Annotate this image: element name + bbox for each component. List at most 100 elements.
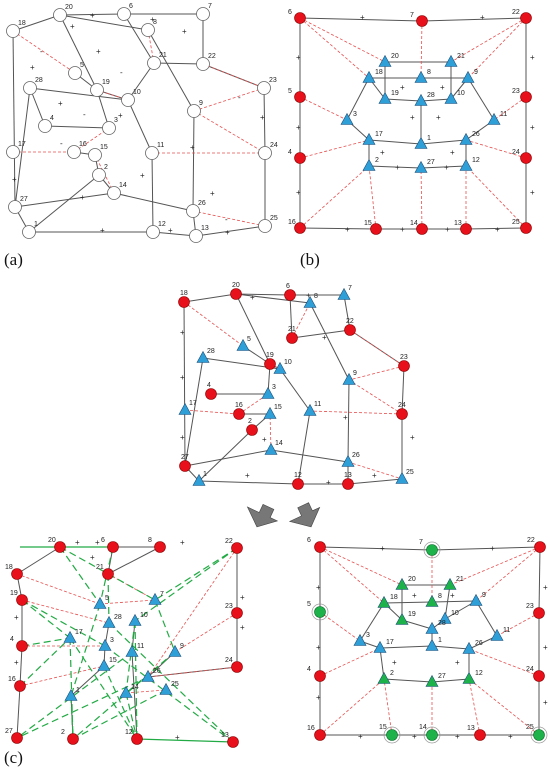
edge (107, 546, 161, 575)
node-red (474, 729, 486, 741)
edge-sign: + (12, 175, 17, 184)
node-label: 28 (114, 614, 122, 621)
edge (127, 62, 155, 101)
edge (420, 139, 467, 145)
edge-green-dashed (19, 637, 71, 687)
edge-sign: + (543, 698, 548, 707)
node-triangle (261, 386, 275, 399)
node-label: 8 (148, 537, 152, 544)
edge-sign: - (40, 47, 43, 56)
node-label: 11 (503, 627, 510, 634)
node-triangle (148, 592, 162, 605)
node-triangle (168, 644, 182, 657)
node-label: 15 (364, 220, 372, 227)
edge-sign: + (296, 188, 301, 197)
node-triangle (125, 644, 139, 657)
edge-dashed (309, 410, 403, 415)
edge (235, 293, 311, 304)
node-open (68, 66, 82, 80)
node-triangle (102, 615, 116, 628)
edge-sign: + (210, 189, 215, 198)
node-label: 25 (406, 469, 414, 476)
node-open (145, 146, 159, 160)
node-triangle (425, 594, 439, 607)
node-label: 9 (482, 592, 486, 599)
edge-dashed (202, 63, 265, 89)
edge-dashed (465, 139, 527, 159)
node-label: 28 (35, 77, 43, 84)
node-red (14, 680, 26, 692)
node-triangle (461, 70, 475, 83)
node-label: 14 (119, 182, 127, 189)
node-triangle (263, 406, 277, 419)
edge-sign: + (316, 583, 321, 592)
edge (184, 357, 204, 467)
node-red (396, 408, 408, 420)
node-label: 16 (288, 219, 296, 226)
node-label: 2 (104, 164, 108, 171)
edge (319, 546, 433, 551)
node-label: 26 (198, 200, 206, 207)
edge-dashed (16, 573, 101, 605)
node-triangle (141, 669, 155, 682)
node-triangle (487, 112, 501, 125)
edge (346, 77, 370, 121)
node-label: 24 (225, 657, 233, 664)
node-label: 20 (48, 537, 56, 544)
node-label: 23 (225, 603, 233, 610)
edge-dashed (347, 461, 403, 480)
edge-dashed (299, 17, 370, 79)
node-red (460, 223, 472, 235)
edge-sign: + (455, 732, 460, 741)
node-triangle (159, 682, 173, 695)
node-open (257, 81, 271, 95)
edge-sign: + (182, 27, 187, 36)
node-label: 13 (221, 732, 229, 739)
node-label: 17 (18, 141, 26, 148)
node-label: 4 (307, 666, 311, 673)
node-label: 10 (284, 359, 292, 366)
edge-dashed (125, 689, 167, 694)
edge (152, 231, 197, 237)
node-label: 10 (140, 612, 148, 619)
edge-sign: + (543, 583, 548, 592)
node-triangle (459, 158, 473, 171)
node-open (146, 225, 160, 239)
node-triangle (425, 674, 439, 687)
node-red (246, 424, 258, 436)
edge (16, 685, 21, 739)
node-ring (423, 541, 441, 559)
node-label: 21 (457, 53, 465, 60)
edge (235, 293, 291, 296)
node-triangle (340, 112, 354, 125)
node-triangle (119, 685, 133, 698)
edge-sign: + (190, 143, 195, 152)
edge-dashed (493, 96, 527, 121)
node-label: 9 (199, 100, 203, 107)
node-triangle (490, 628, 504, 641)
edge-sign: + (372, 471, 377, 480)
edge (151, 152, 154, 233)
node-green (533, 729, 545, 741)
node-label: 14 (419, 724, 427, 731)
edge-dashed (174, 612, 238, 653)
edge-dashed (299, 165, 370, 229)
edge-sign: + (90, 553, 95, 562)
node-label: 24 (398, 402, 406, 409)
edge-green-dashed (70, 603, 101, 697)
node-red (520, 12, 532, 24)
edge-sign: + (180, 538, 185, 547)
edge-sign: + (543, 643, 548, 652)
edge-dashed (319, 678, 385, 736)
node-label: 1 (438, 637, 442, 644)
node-triangle (353, 633, 367, 646)
node-red (520, 152, 532, 164)
edge-dashed (348, 365, 405, 381)
edge-green-dashed (69, 637, 138, 740)
node-label: 16 (8, 676, 16, 683)
node-label: 7 (348, 285, 352, 292)
node-label: 9 (353, 370, 357, 377)
node-label: 7 (410, 12, 414, 19)
